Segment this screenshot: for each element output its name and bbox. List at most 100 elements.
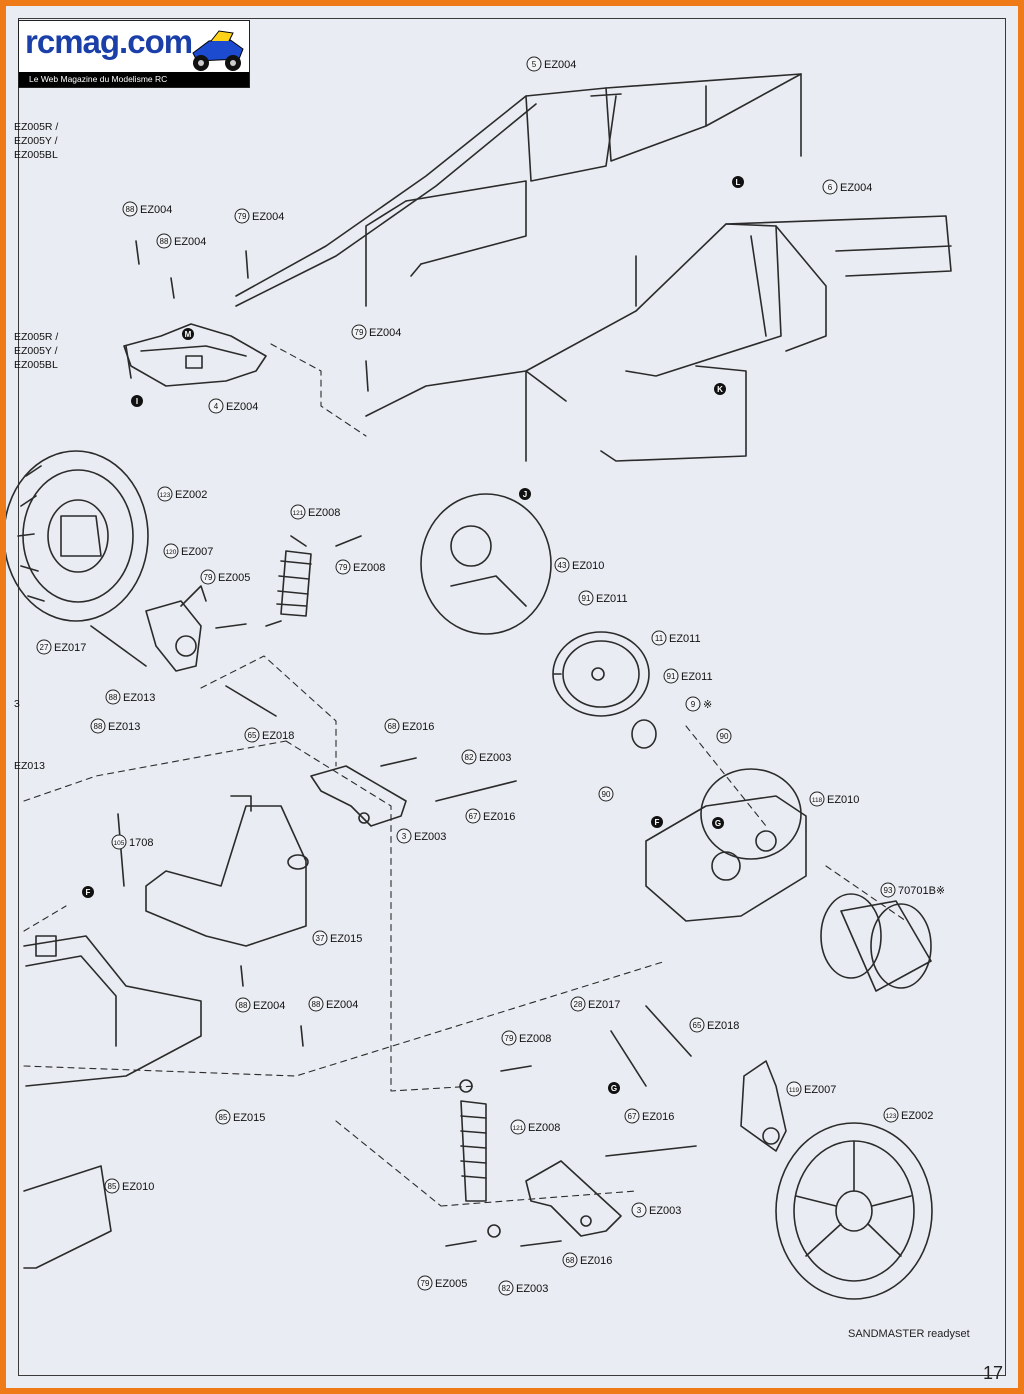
part-callout: 119 EZ007 bbox=[786, 1081, 836, 1097]
callout-circle bbox=[351, 324, 367, 340]
exploded-assembly-diagram: 5EZ0046EZ00488EZ00488EZ00479EZ00479EZ004… bbox=[6, 56, 952, 1300]
callout-part-code: EZ011 bbox=[681, 671, 713, 683]
callout-number: 88 bbox=[94, 722, 103, 731]
assembly-point-marker bbox=[714, 383, 726, 395]
callout-number: 4 bbox=[214, 402, 219, 411]
callout-number: 90 bbox=[602, 790, 611, 799]
part-callout: 5 EZ004 bbox=[526, 56, 576, 72]
assembly-point-letter: G bbox=[611, 1084, 617, 1093]
callout-circle bbox=[156, 233, 172, 249]
assembly-point-letter: J bbox=[523, 490, 527, 499]
callout-number: 123 bbox=[886, 1113, 897, 1120]
callout-circle bbox=[105, 689, 121, 705]
callout-circle bbox=[36, 639, 52, 655]
assembly-point-marker bbox=[712, 817, 724, 829]
callout-part-code: EZ004 bbox=[544, 59, 576, 71]
callout-part-code: EZ011 bbox=[596, 593, 628, 605]
callout-number: 119 bbox=[789, 1087, 800, 1094]
callout-number: 90 bbox=[720, 732, 729, 741]
part-callout: 85 EZ015 bbox=[215, 1109, 265, 1125]
callout-number: 68 bbox=[566, 1256, 575, 1265]
spur-gear bbox=[552, 631, 650, 717]
callout-circle bbox=[562, 1252, 578, 1268]
callout-part-code: EZ010 bbox=[122, 1181, 154, 1193]
callout-number: 43 bbox=[558, 561, 567, 570]
callout-circle bbox=[234, 208, 250, 224]
rear-shock bbox=[459, 1079, 501, 1238]
buggy-logo-icon bbox=[192, 30, 244, 71]
assembly-point-letter: K bbox=[717, 385, 723, 394]
callout-number: 68 bbox=[388, 722, 397, 731]
part-callout: 88 EZ013 bbox=[90, 718, 140, 734]
roll-cage-lower bbox=[365, 215, 952, 462]
callout-part-code: EZ013 bbox=[108, 721, 140, 733]
callout-part-code: EZ004 bbox=[840, 182, 872, 194]
callout-circle bbox=[335, 559, 351, 575]
model-name: SANDMASTER readyset bbox=[848, 1328, 970, 1340]
callout-circle bbox=[554, 557, 570, 573]
front-shock bbox=[265, 535, 312, 627]
callout-number: 82 bbox=[465, 753, 474, 762]
callout-number: 79 bbox=[355, 328, 364, 337]
callout-part-code: EZ004 bbox=[326, 999, 358, 1011]
callout-number: 65 bbox=[248, 731, 257, 740]
callout-part-code: EZ004 bbox=[369, 327, 401, 339]
callout-circle bbox=[157, 486, 173, 502]
callout-circle bbox=[208, 398, 224, 414]
gear-cover bbox=[420, 493, 552, 635]
callout-circle bbox=[880, 882, 896, 898]
callout-circle bbox=[417, 1275, 433, 1291]
callout-circle bbox=[570, 996, 586, 1012]
callout-circle bbox=[290, 504, 306, 520]
callout-number: 9 bbox=[691, 700, 696, 709]
callout-number: 120 bbox=[166, 549, 177, 556]
left-edge-part-code: 3 bbox=[14, 698, 20, 710]
callout-circle bbox=[111, 834, 127, 850]
callout-number: 91 bbox=[667, 672, 676, 681]
callout-number: 121 bbox=[513, 1125, 524, 1132]
assembly-point-letter: F bbox=[655, 818, 660, 827]
callout-part-code: EZ004 bbox=[253, 1000, 285, 1012]
motor bbox=[820, 893, 932, 992]
callout-part-code: EZ015 bbox=[330, 933, 362, 945]
callout-number: 79 bbox=[421, 1279, 430, 1288]
callout-circle bbox=[498, 1280, 514, 1296]
callout-part-code: EZ017 bbox=[54, 642, 86, 654]
callout-number: 3 bbox=[637, 1206, 642, 1215]
rcmag-logo[interactable]: rcmag.com Le Web Magazine du Modelisme R… bbox=[18, 20, 250, 88]
callout-number: 5 bbox=[532, 60, 537, 69]
left-edge-part-code: EZ005R / bbox=[14, 331, 58, 343]
callout-number: 67 bbox=[628, 1112, 637, 1121]
callout-number: 6 bbox=[828, 183, 833, 192]
callout-circle bbox=[883, 1107, 899, 1123]
callout-part-code: EZ015 bbox=[233, 1112, 265, 1124]
callout-circle bbox=[578, 590, 594, 606]
callout-number: 85 bbox=[219, 1113, 228, 1122]
callout-circle bbox=[786, 1081, 802, 1097]
callout-part-code: EZ004 bbox=[174, 236, 206, 248]
callout-number: 79 bbox=[505, 1034, 514, 1043]
page-frame bbox=[18, 18, 1006, 1376]
callout-part-code: EZ017 bbox=[588, 999, 620, 1011]
callout-part-code: EZ007 bbox=[804, 1084, 836, 1096]
assembly-guides bbox=[23, 343, 907, 1207]
callout-circle bbox=[163, 543, 179, 559]
callout-part-code: EZ011 bbox=[669, 633, 701, 645]
assembly-point-marker bbox=[732, 176, 744, 188]
